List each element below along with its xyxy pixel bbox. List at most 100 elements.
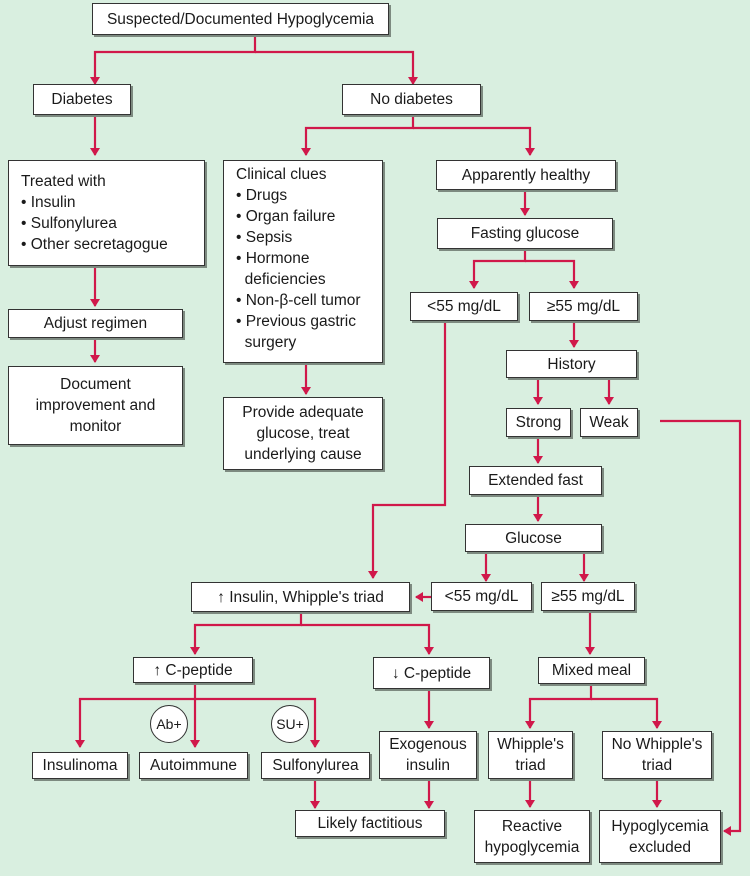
document-line: improvement and (35, 397, 156, 414)
node-history: History (506, 350, 637, 378)
connector-lt55a (368, 321, 447, 579)
node-root-label: Suspected/Documented Hypoglycemia (106, 10, 375, 28)
excluded-line: excluded (628, 838, 692, 856)
node-mixed-meal: Mixed meal (538, 657, 645, 684)
exogenous-line: insulin (406, 757, 450, 774)
node-lt55-glucose: <55 mg/dL (431, 582, 532, 611)
node-no-diabetes-label: No diabetes (370, 91, 453, 108)
connector-cpepup (75, 683, 197, 748)
node-mixed-meal-label: Mixed meal (551, 662, 632, 679)
node-provide: Provide adequate glucose, treat underlyi… (223, 397, 383, 470)
treated-heading: Treated with (21, 173, 106, 190)
clinical-item: • Organ failure (236, 208, 336, 225)
connector-mixed (525, 684, 593, 729)
node-strong-label: Strong (515, 414, 562, 431)
node-history-label: History (547, 355, 596, 373)
connector-weak (660, 419, 742, 836)
node-reactive: Reactive hypoglycemia (474, 810, 590, 863)
clinical-item: • Previous gastric (236, 313, 356, 330)
clinical-item: • Drugs (236, 187, 288, 204)
node-document: Document improvement and monitor (8, 366, 183, 445)
node-adjust-label: Adjust regimen (43, 315, 148, 332)
node-extended-label: Extended fast (488, 472, 583, 489)
ab-label: Ab+ (156, 716, 182, 732)
connector-nodiabetes (301, 115, 415, 156)
node-glucose: Glucose (465, 524, 602, 552)
node-treated: Treated with • Insulin • Sulfonylurea • … (8, 160, 205, 266)
sulfonylurea-positive-marker: SU+ (271, 705, 309, 743)
node-whipple: Whipple's triad (488, 731, 573, 779)
node-glucose-label: Glucose (505, 529, 562, 547)
clinical-heading: Clinical clues (236, 166, 327, 183)
node-adjust: Adjust regimen (8, 309, 183, 338)
node-exogenous: Exogenous insulin (379, 731, 477, 779)
node-cpeptide-down: ↓ C-peptide (373, 657, 490, 689)
reactive-line: hypoglycemia (484, 838, 580, 856)
clinical-item: • Hormone (236, 250, 310, 267)
node-lt55-glucose-label: <55 mg/dL (444, 588, 519, 605)
treated-item: • Insulin (21, 194, 76, 211)
node-insulin-whipple-label: ↑ Insulin, Whipple's triad (217, 588, 384, 606)
node-excluded: Hypoglycemia excluded (599, 810, 721, 863)
reactive-line: Reactive (501, 817, 563, 835)
node-sulfonylurea: Sulfonylurea (261, 752, 370, 779)
node-root: Suspected/Documented Hypoglycemia (92, 3, 389, 35)
provide-line: underlying cause (244, 446, 362, 463)
node-autoimmune: Autoimmune (139, 752, 248, 779)
connector-fasting (469, 249, 527, 289)
node-strong: Strong (506, 408, 571, 437)
document-line: monitor (69, 418, 122, 435)
antibody-positive-marker: Ab+ (150, 705, 188, 743)
node-weak: Weak (580, 408, 638, 437)
no-whipple-line: No Whipple's (611, 736, 703, 753)
connector-cpepup-right (195, 697, 320, 748)
node-no-whipple: No Whipple's triad (602, 731, 712, 779)
node-cpeptide-up: ↑ C-peptide (133, 657, 253, 683)
clinical-item: • Non-β-cell tumor (236, 292, 361, 309)
clinical-item: deficiencies (236, 271, 326, 288)
node-sulfonylurea-label: Sulfonylurea (272, 757, 359, 774)
exogenous-line: Exogenous (389, 736, 467, 753)
node-no-diabetes: No diabetes (342, 84, 481, 115)
excluded-line: Hypoglycemia (611, 817, 709, 835)
clinical-item: • Sepsis (236, 229, 293, 246)
connector-root-right (255, 50, 418, 85)
node-fasting: Fasting glucose (437, 218, 613, 249)
node-lt55-fasting-label: <55 mg/dL (427, 298, 501, 315)
node-cpeptide-down-label: ↓ C-peptide (391, 664, 472, 682)
node-diabetes: Diabetes (33, 84, 131, 115)
connector-insulin (190, 612, 303, 655)
no-whipple-line: triad (641, 757, 673, 774)
node-healthy-label: Apparently healthy (461, 166, 591, 184)
connector-insulin-right (301, 623, 434, 655)
clinical-item: surgery (236, 334, 297, 351)
whipple-line: triad (515, 757, 546, 774)
node-fasting-label: Fasting glucose (470, 225, 580, 242)
connector-nodiabetes-right (413, 126, 535, 156)
node-clinical: Clinical clues • Drugs • Organ failure •… (223, 160, 383, 363)
node-diabetes-label: Diabetes (51, 91, 113, 108)
node-ge55-glucose: ≥55 mg/dL (541, 582, 635, 611)
node-factitious: Likely factitious (295, 810, 445, 837)
node-cpeptide-up-label: ↑ C-peptide (153, 661, 233, 679)
node-ge55-fasting: ≥55 mg/dL (529, 292, 638, 321)
node-weak-label: Weak (589, 414, 629, 431)
treated-item: • Other secretagogue (21, 236, 168, 253)
su-label: SU+ (276, 716, 304, 732)
node-insulinoma: Insulinoma (32, 752, 128, 779)
connector-root (90, 35, 257, 85)
document-line: Document (60, 376, 131, 393)
connector-fasting-right (525, 259, 579, 289)
whipple-line: Whipple's (497, 736, 564, 753)
node-healthy: Apparently healthy (436, 160, 616, 190)
node-ge55-glucose-label: ≥55 mg/dL (551, 588, 625, 605)
provide-line: glucose, treat (256, 425, 350, 442)
node-extended: Extended fast (469, 466, 602, 495)
connector-mixed-right (591, 697, 662, 729)
node-lt55-fasting: <55 mg/dL (410, 292, 518, 321)
provide-line: Provide adequate (242, 404, 364, 421)
node-ge55-fasting-label: ≥55 mg/dL (546, 298, 621, 315)
treated-item: • Sulfonylurea (21, 215, 117, 232)
